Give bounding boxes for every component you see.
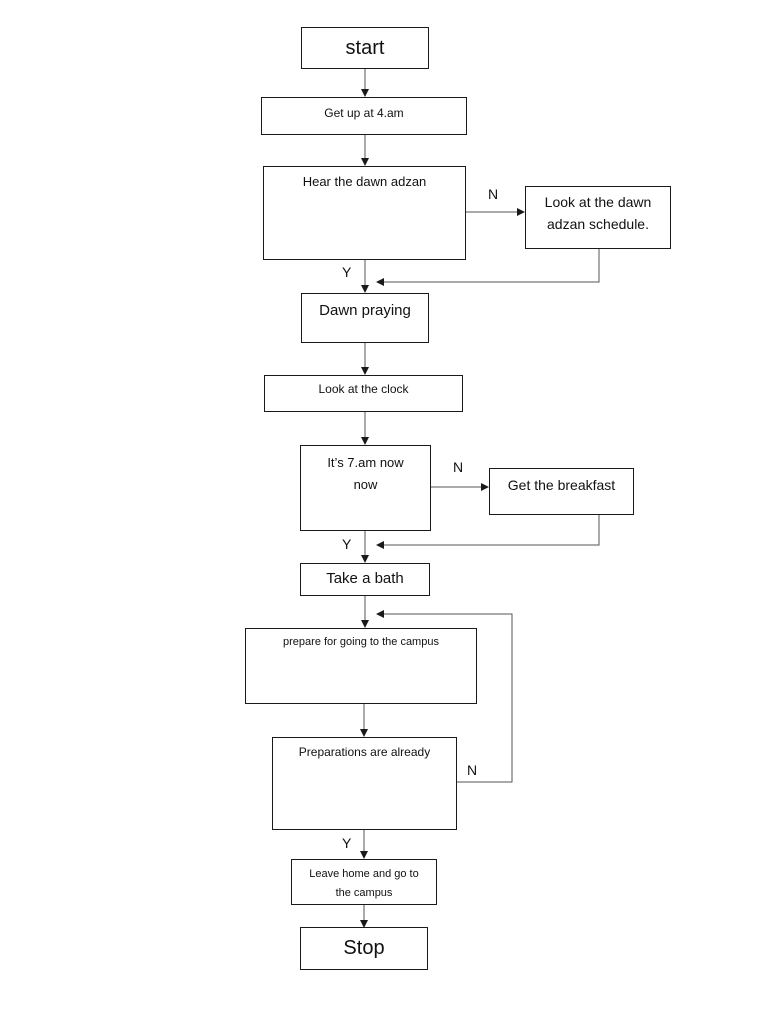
node-get-up: Get up at 4.am xyxy=(261,97,467,135)
branch-yes-label-ready: Y xyxy=(342,835,352,851)
node-start: start xyxy=(301,27,429,69)
node-preparations-ready: Preparations are already xyxy=(272,737,457,830)
arrow-schedule-return xyxy=(376,249,600,286)
arrow-breakfast-return xyxy=(376,515,600,549)
node-start-text: start xyxy=(345,37,385,59)
node-get-up-text: Get up at 4.am xyxy=(324,106,404,120)
node-its-7am-text: It’s 7.am now now xyxy=(327,455,404,493)
node-stop: Stop xyxy=(300,927,428,970)
node-look-clock-text: Look at the clock xyxy=(318,382,409,396)
node-prepare-text: prepare for going to the campus xyxy=(283,636,439,648)
node-breakfast: Get the breakfast xyxy=(489,468,634,515)
node-hear-adzan: Hear the dawn adzan xyxy=(263,166,466,260)
node-look-schedule: Look at the dawn adzan schedule. xyxy=(525,186,671,249)
node-preparations-ready-text: Preparations are already xyxy=(298,745,431,759)
branch-yes-label-7am: Y xyxy=(342,536,352,552)
branch-no-label-7am: N xyxy=(453,459,464,475)
node-leave-home: Leave home and go to the campus xyxy=(291,859,437,905)
node-look-schedule-text: Look at the dawn adzan schedule. xyxy=(544,194,652,232)
arrow-ready-loop-back xyxy=(376,610,513,783)
node-take-bath-text: Take a bath xyxy=(326,570,404,587)
node-look-clock: Look at the clock xyxy=(264,375,463,412)
branch-yes-label-adzan: Y xyxy=(342,264,352,280)
node-leave-home-text: Leave home and go to the campus xyxy=(309,868,419,899)
branch-no-label-adzan: N xyxy=(488,186,499,202)
node-prepare: prepare for going to the campus xyxy=(245,628,477,704)
node-dawn-praying-text: Dawn praying xyxy=(319,302,411,319)
node-take-bath: Take a bath xyxy=(300,563,430,596)
node-breakfast-text: Get the breakfast xyxy=(507,477,616,493)
node-stop-text: Stop xyxy=(343,937,385,959)
node-dawn-praying: Dawn praying xyxy=(301,293,429,343)
node-hear-adzan-text: Hear the dawn adzan xyxy=(302,174,427,189)
branch-no-label-ready: N xyxy=(467,762,478,778)
node-its-7am: It’s 7.am now now xyxy=(300,445,431,531)
